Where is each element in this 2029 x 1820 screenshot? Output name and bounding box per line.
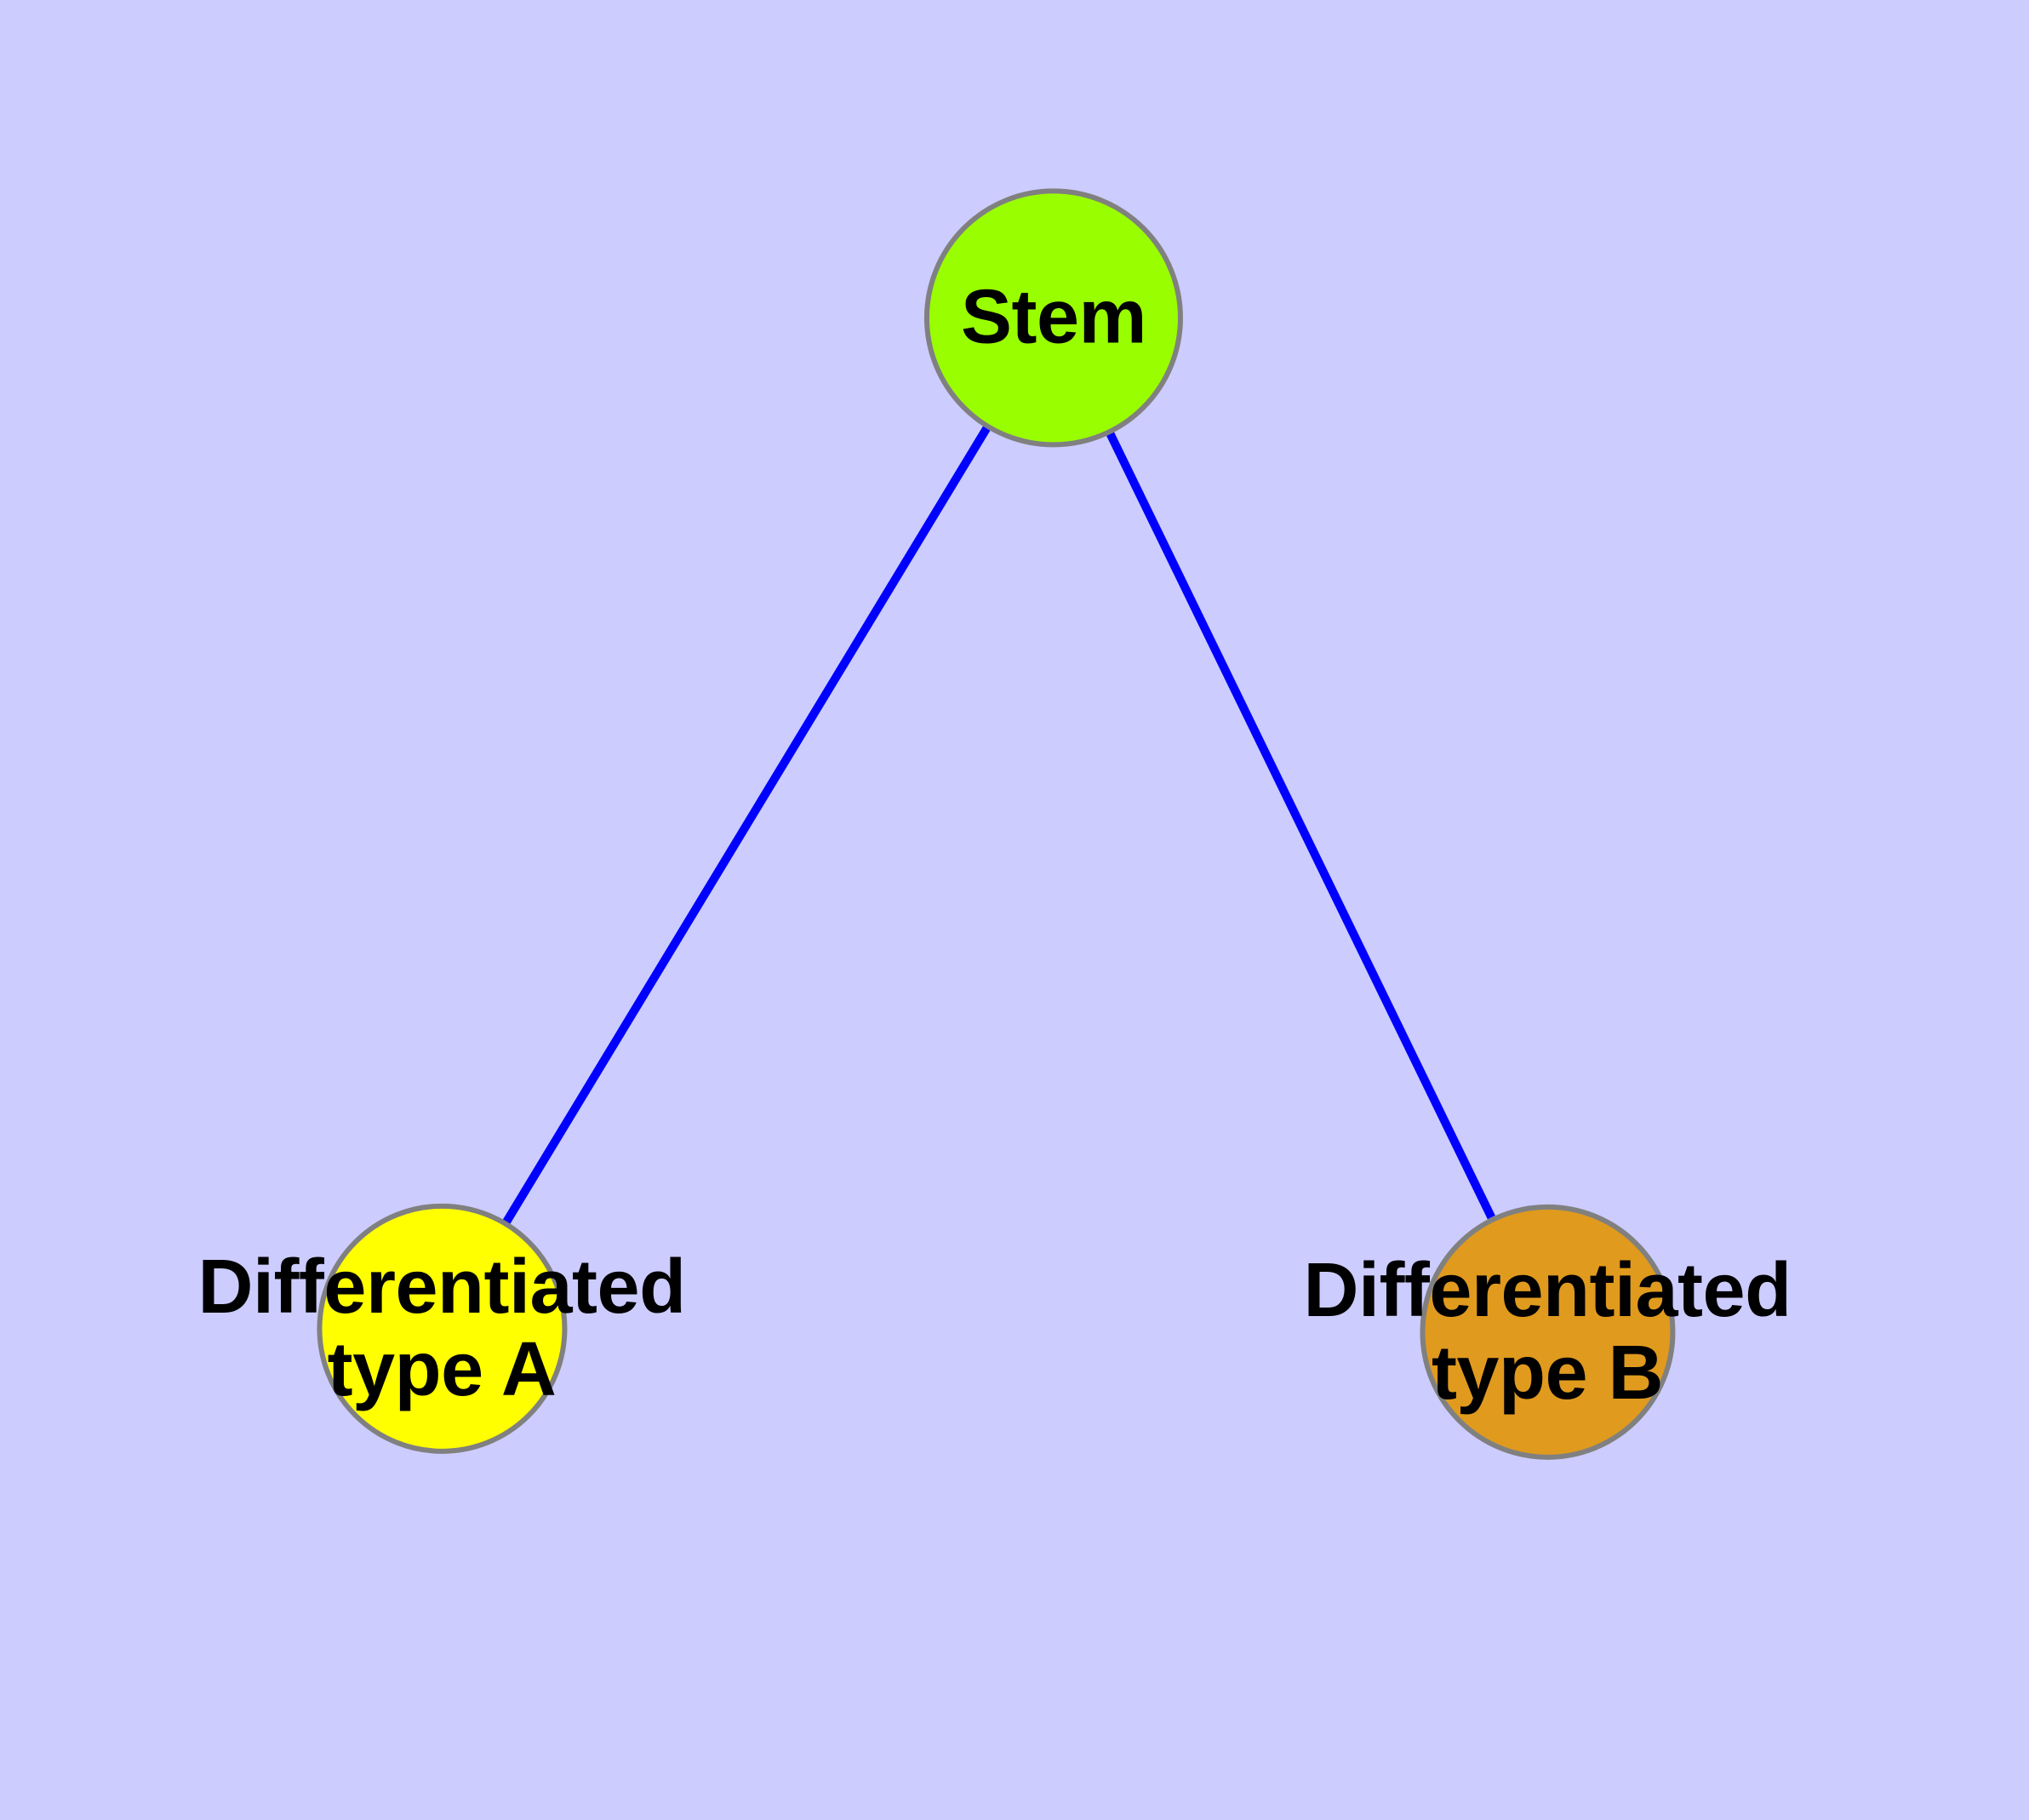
node-differentiated-type-a-label: Differentiated type A (197, 1244, 686, 1412)
node-stem-circle (923, 188, 1183, 447)
node-stem-label: Stem (960, 274, 1147, 360)
node-differentiated-type-b-label: Differentiated type B (1303, 1247, 1792, 1416)
node-differentiated-type-b-circle (1419, 1205, 1675, 1460)
node-differentiated-type-a[interactable]: Differentiated type A (197, 1204, 686, 1454)
edge-stem-to-type-a (502, 426, 991, 1224)
node-differentiated-type-b[interactable]: Differentiated type B (1303, 1205, 1792, 1460)
node-stem[interactable]: Stem (923, 188, 1183, 447)
edge-stem-to-type-b (1106, 432, 1495, 1220)
node-differentiated-type-a-circle (316, 1204, 567, 1454)
